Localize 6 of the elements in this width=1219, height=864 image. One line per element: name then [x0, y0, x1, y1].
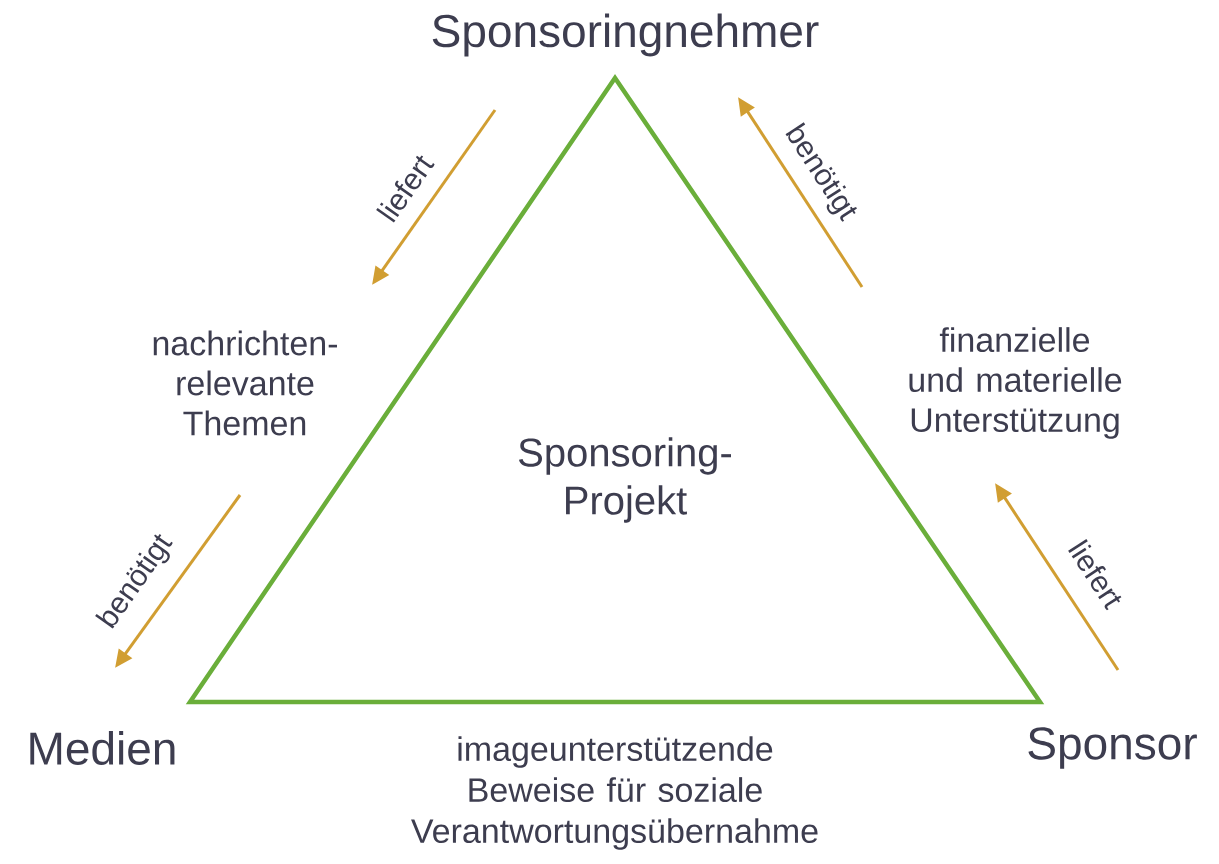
corner-label: Sponsor — [1028, 727, 1197, 769]
side-label: finanzielle und materielle Unterstützung — [909, 327, 1122, 439]
corner-label: Sponsoringnehmer — [432, 13, 819, 57]
corner-label: Medien — [30, 731, 175, 765]
bottom-label: imageunterstützende Beweise für soziale Verantwortungsübernahme — [411, 736, 818, 850]
side-label: nachrichten- relevante Themen — [153, 330, 337, 436]
